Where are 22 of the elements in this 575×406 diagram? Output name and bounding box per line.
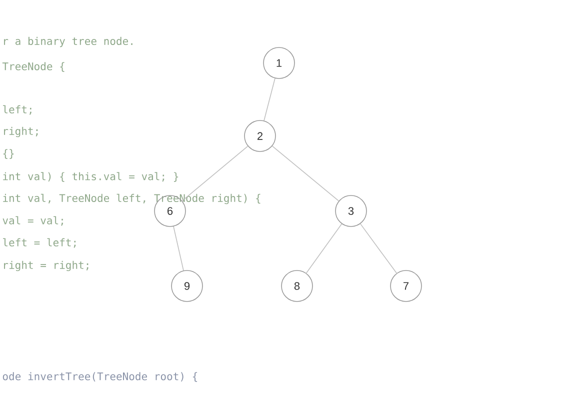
tree-edge xyxy=(173,226,184,271)
tree-edge xyxy=(360,223,397,274)
tree-node: 7 xyxy=(390,270,422,302)
code-text: right; xyxy=(4,126,38,138)
code-text: ode invertTree(TreeNode root) { xyxy=(2,372,198,382)
code-text: TreeNode { xyxy=(2,62,64,72)
tree-edge xyxy=(306,224,342,274)
tree-node: 9 xyxy=(171,270,203,302)
code-text: right = right; xyxy=(4,260,88,272)
tree-node: 1 xyxy=(263,47,295,79)
tree-node: 2 xyxy=(244,120,276,152)
tree-edge xyxy=(182,146,248,202)
code-text: {} xyxy=(3,149,14,159)
code-text: val = val; xyxy=(2,216,63,226)
tree-node: 3 xyxy=(335,195,367,227)
tree-node: 8 xyxy=(281,270,313,302)
code-text: r a binary tree node. xyxy=(4,36,132,48)
tree-edge xyxy=(264,78,276,121)
tree-edge xyxy=(272,146,340,202)
code-text: int val) { this.val = val; } xyxy=(3,172,178,182)
code-text: left; xyxy=(3,105,32,115)
code-text: left = left; xyxy=(3,238,76,248)
